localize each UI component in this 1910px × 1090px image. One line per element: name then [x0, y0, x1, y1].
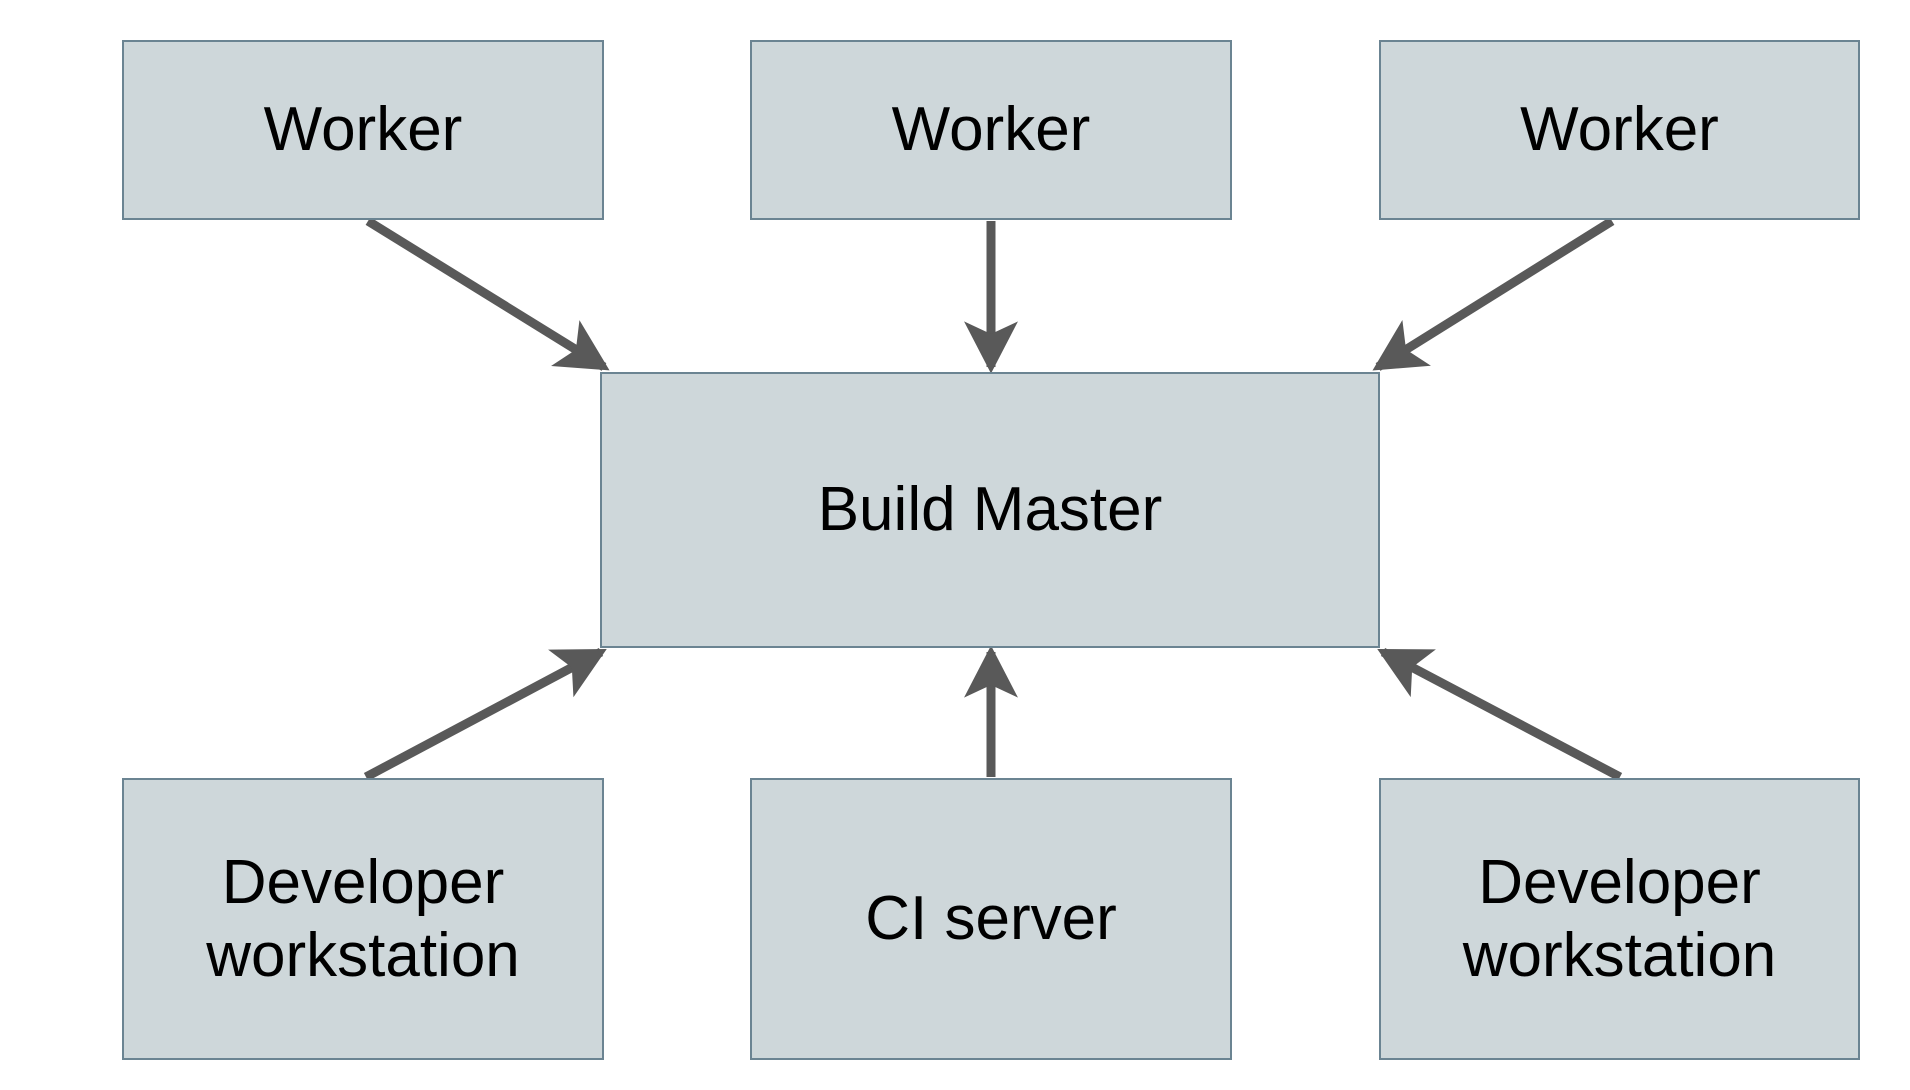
node-worker-right[interactable]: Worker [1379, 40, 1860, 220]
node-worker-center-label: Worker [891, 95, 1091, 165]
node-developer-workstation-left[interactable]: Developer workstation [122, 778, 604, 1060]
node-ci-server-label: CI server [865, 884, 1117, 954]
edge-dev-right-to-master [1377, 648, 1623, 781]
node-developer-workstation-right[interactable]: Developer workstation [1379, 778, 1860, 1060]
node-worker-left[interactable]: Worker [122, 40, 604, 220]
node-developer-workstation-left-label: Developer workstation [206, 847, 520, 990]
node-worker-left-label: Worker [263, 95, 463, 165]
node-developer-workstation-right-label: Developer workstation [1462, 847, 1777, 990]
edge-dev-left-to-master [363, 648, 607, 781]
node-worker-center[interactable]: Worker [750, 40, 1232, 220]
node-ci-server[interactable]: CI server [750, 778, 1232, 1060]
node-build-master[interactable]: Build Master [600, 372, 1380, 648]
node-build-master-label: Build Master [817, 475, 1163, 545]
edge-worker-right-to-master [1372, 217, 1615, 371]
edge-worker-left-to-master [365, 217, 610, 371]
node-worker-right-label: Worker [1520, 95, 1719, 165]
